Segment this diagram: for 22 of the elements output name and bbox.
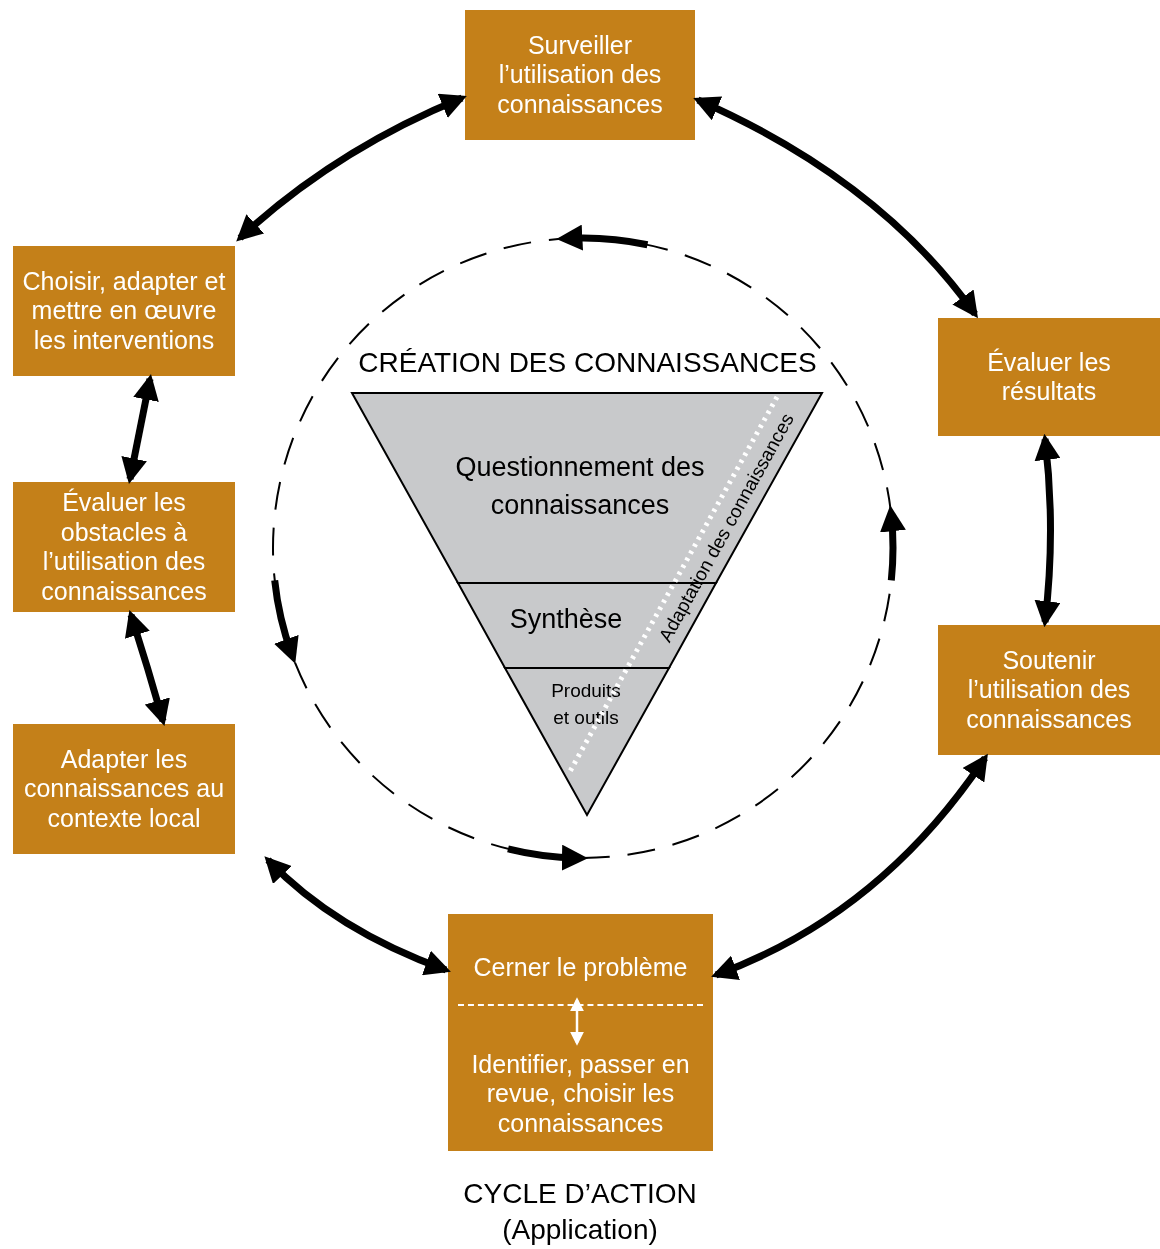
step-box: Adapter les connaissances au contexte local (13, 724, 235, 854)
step-label: Cerner le problème (448, 936, 713, 1000)
double-arrow (121, 373, 159, 485)
step-box: Évaluer les résultats (938, 318, 1160, 436)
double-arrow (570, 997, 584, 1046)
double-arrow (236, 94, 467, 242)
section-heading: CRÉATION DES CONNAISSANCES (357, 346, 818, 380)
step-label: Identifier, passer en revue, choisir les connaissances (448, 1044, 713, 1144)
layer-label: Questionnement des connaissances (454, 451, 706, 522)
double-arrow (693, 96, 979, 319)
double-arrow (1034, 433, 1061, 628)
cycle-caption: CYCLE D’ACTION (Application) (462, 1176, 698, 1247)
step-box (448, 914, 713, 1151)
double-arrow (711, 753, 988, 980)
layer-label: Produits et outils (550, 679, 622, 730)
layer-label: Synthèse (508, 603, 624, 636)
step-box: Choisir, adapter et mettre en œuvre les interventions (13, 246, 235, 376)
step-box: Évaluer les obstacles à l’utilisation des connaissances (13, 482, 235, 612)
step-box: Surveiller l’utilisation des connaissances (465, 10, 695, 140)
step-box: Soutenir l’utilisation des connaissances (938, 625, 1160, 755)
double-arrow (124, 610, 170, 726)
double-arrow (264, 856, 451, 975)
